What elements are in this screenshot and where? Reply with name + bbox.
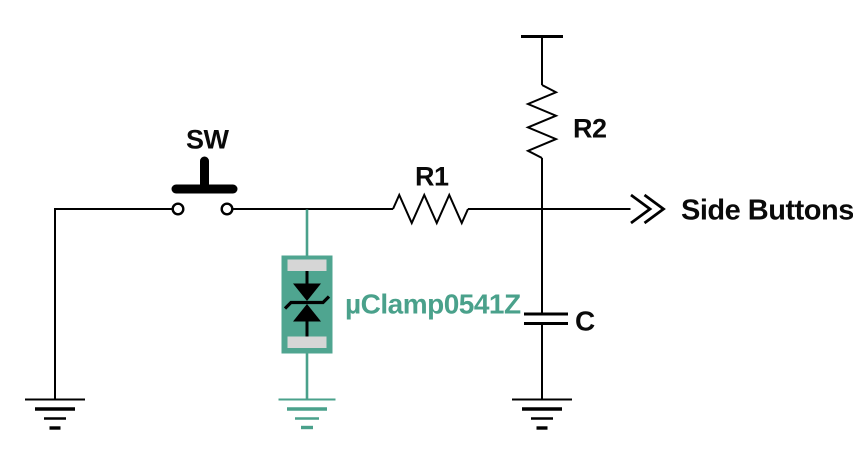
tvs-diode-lower-triangle bbox=[293, 304, 321, 322]
capacitor-branch: C bbox=[524, 209, 596, 400]
ground-symbol-right bbox=[512, 398, 572, 430]
switch-contact-right bbox=[220, 202, 234, 216]
tvs-diode-symbol bbox=[283, 271, 331, 337]
resistor-r2-branch: R2 bbox=[521, 35, 607, 209]
resistor-r2-label: R2 bbox=[573, 114, 607, 144]
output-chevron-icon bbox=[643, 193, 666, 225]
resistor-r1-label: R1 bbox=[415, 162, 449, 192]
tvs-diode-zener-bar bbox=[283, 295, 331, 310]
tvs-band-bottom bbox=[287, 336, 327, 348]
capacitor-label: C bbox=[575, 306, 595, 337]
resistor-r1-zigzag bbox=[392, 192, 469, 226]
output-net-label: Side Buttons bbox=[681, 195, 853, 227]
ground-symbol-left bbox=[25, 398, 85, 430]
resistor-r1: R1 bbox=[392, 162, 469, 226]
switch-contact-left bbox=[171, 202, 185, 216]
wire-left-branch bbox=[54, 208, 173, 400]
tvs-band-top bbox=[287, 259, 327, 271]
output-chevron-icon bbox=[630, 193, 653, 225]
tvs-diode-branch: µClamp0541Z bbox=[281, 209, 521, 400]
switch-label: SW bbox=[186, 125, 230, 155]
resistor-r2-zigzag bbox=[525, 84, 559, 159]
output-port: Side Buttons bbox=[630, 193, 853, 227]
tvs-diode-upper-triangle bbox=[293, 283, 321, 301]
switch-sw: SW bbox=[171, 125, 238, 216]
ground-symbol-tvs bbox=[278, 398, 336, 430]
tvs-diode-label: µClamp0541Z bbox=[345, 289, 521, 320]
